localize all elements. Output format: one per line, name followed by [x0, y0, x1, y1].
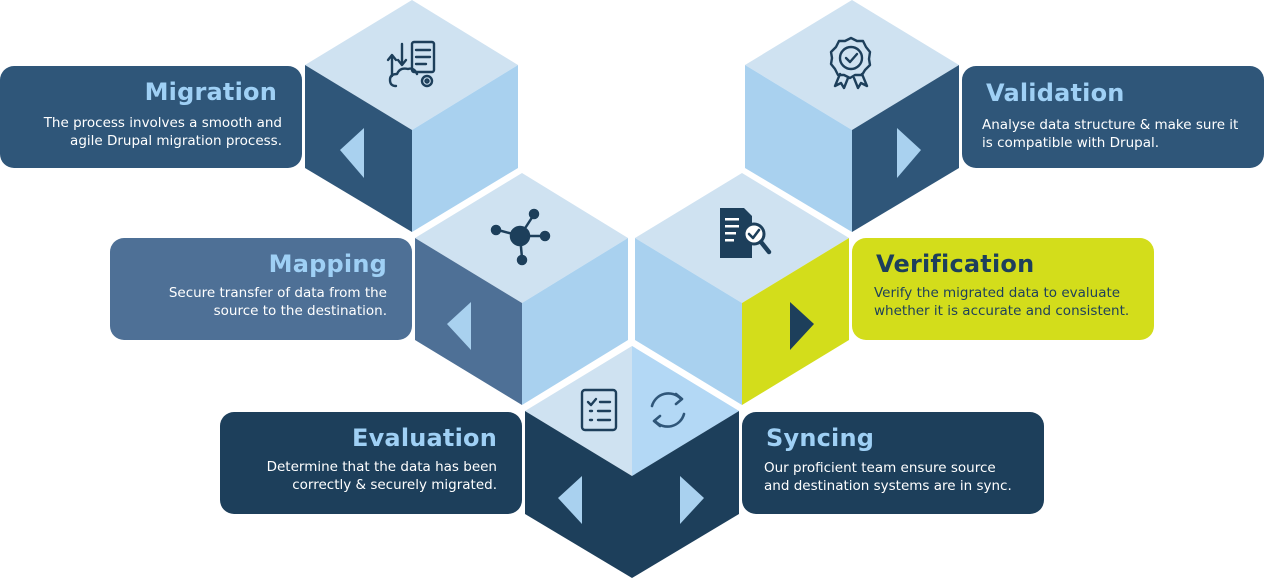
mapping-desc-line-1: Secure transfer of data from the — [168, 285, 387, 301]
evaluation-arrow-icon — [558, 476, 582, 524]
mapping-arrow-icon — [447, 302, 471, 350]
migration-desc-line-2: agile Drupal migration process. — [70, 133, 282, 149]
mapping-description: Secure transfer of data from the source … — [97, 284, 387, 320]
migration-card: Migration The process involves a smooth … — [0, 66, 302, 168]
award-badge-check-icon — [829, 36, 872, 90]
syncing-desc-line-2: and destination systems are in sync. — [764, 478, 1012, 494]
bottom-cube — [525, 346, 739, 578]
validation-desc-line-1: Analyse data structure & make sure it — [982, 117, 1239, 133]
verification-desc-line-1: Verify the migrated data to evaluate — [874, 285, 1121, 301]
validation-cube — [745, 0, 959, 232]
verification-desc-line-2: whether it is accurate and consistent. — [874, 303, 1130, 319]
verification-title: Verification — [876, 250, 1035, 278]
validation-card: Validation Analyse data structure & make… — [962, 66, 1264, 168]
cloud-server-migration-icon — [386, 40, 436, 88]
syncing-desc-line-1: Our proficient team ensure source — [764, 460, 996, 476]
syncing-description: Our proficient team ensure source and de… — [764, 459, 1054, 495]
syncing-arrow-icon — [680, 476, 704, 524]
mapping-card: Mapping Secure transfer of data from the… — [110, 238, 412, 340]
migration-desc-line-1: The process involves a smooth and — [43, 115, 282, 131]
checklist-icon — [580, 388, 618, 432]
migration-arrow-icon — [340, 128, 364, 178]
sync-arrows-icon — [650, 392, 686, 428]
validation-description: Analyse data structure & make sure it is… — [982, 116, 1264, 152]
evaluation-description: Determine that the data has been correct… — [207, 458, 497, 494]
migration-title: Migration — [144, 78, 277, 106]
validation-title: Validation — [986, 79, 1125, 107]
validation-desc-line-2: is compatible with Drupal. — [982, 135, 1160, 151]
network-hub-icon — [490, 208, 551, 266]
syncing-card: Syncing Our proficient team ensure sourc… — [742, 412, 1044, 514]
migration-description: The process involves a smooth and agile … — [0, 114, 282, 150]
syncing-title: Syncing — [766, 424, 875, 452]
evaluation-title: Evaluation — [351, 424, 497, 452]
evaluation-desc-line-1: Determine that the data has been — [266, 459, 497, 475]
mapping-title: Mapping — [268, 250, 387, 278]
evaluation-card: Evaluation Determine that the data has b… — [220, 412, 522, 514]
document-magnifier-check-icon — [720, 208, 772, 258]
verification-description: Verify the migrated data to evaluate whe… — [874, 284, 1164, 320]
mapping-desc-line-2: source to the destination. — [213, 303, 387, 319]
evaluation-desc-line-2: correctly & securely migrated. — [292, 477, 497, 493]
validation-arrow-icon — [897, 128, 921, 178]
verification-arrow-icon — [790, 302, 814, 350]
verification-card: Verification Verify the migrated data to… — [852, 238, 1154, 340]
